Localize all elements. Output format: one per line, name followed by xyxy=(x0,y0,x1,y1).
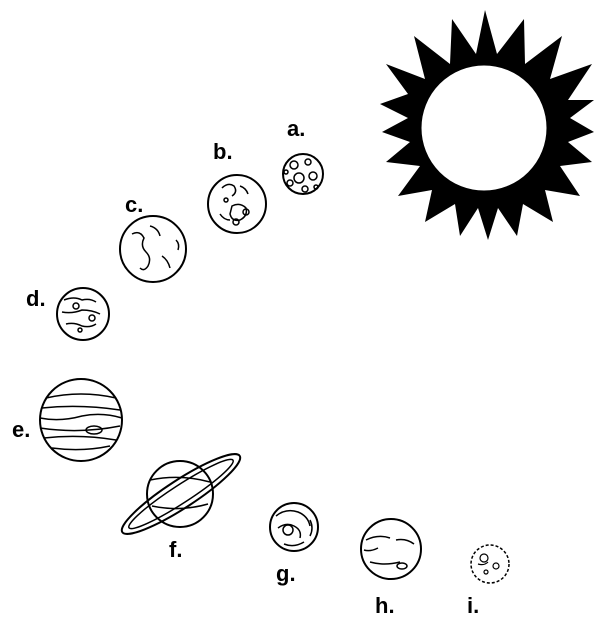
planet-c-label: c. xyxy=(125,192,143,217)
planet-d-icon xyxy=(57,288,109,340)
planet-i-icon xyxy=(471,545,509,583)
planet-a: a. xyxy=(283,116,323,194)
planet-h-label: h. xyxy=(375,593,395,618)
planet-b-icon xyxy=(208,175,266,233)
planet-c: c. xyxy=(120,192,186,282)
planet-b-label: b. xyxy=(213,139,233,164)
planet-f: f. xyxy=(115,444,248,562)
planet-h-icon xyxy=(361,519,421,579)
planet-c-icon xyxy=(120,216,186,282)
planet-i: i. xyxy=(467,545,509,618)
planet-d: d. xyxy=(26,286,109,340)
planet-a-icon xyxy=(283,154,323,194)
planet-d-label: d. xyxy=(26,286,46,311)
planet-g-icon xyxy=(270,503,318,551)
planet-g: g. xyxy=(270,503,318,586)
planet-e-icon xyxy=(40,379,122,461)
planet-a-label: a. xyxy=(287,116,305,141)
planet-f-icon xyxy=(115,444,248,544)
planet-e: e. xyxy=(12,379,122,461)
sun-icon xyxy=(380,10,594,240)
planet-e-label: e. xyxy=(12,417,30,442)
planet-f-label: f. xyxy=(169,537,182,562)
planet-g-label: g. xyxy=(276,561,296,586)
planet-h: h. xyxy=(361,519,421,618)
planet-i-label: i. xyxy=(467,593,479,618)
planet-b: b. xyxy=(208,139,266,233)
